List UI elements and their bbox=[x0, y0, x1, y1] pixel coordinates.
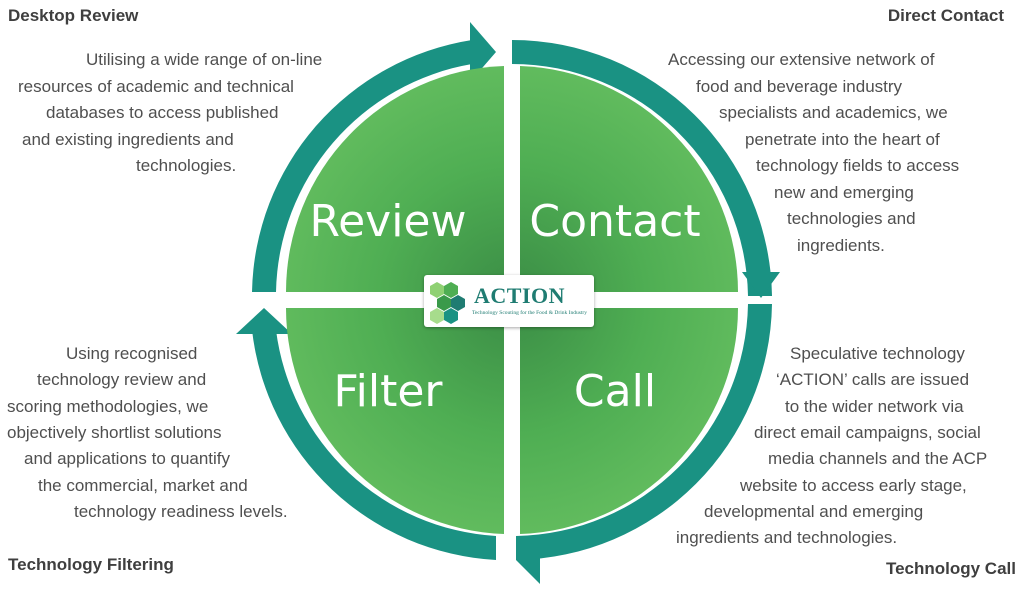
description-line: technology review and bbox=[37, 370, 207, 389]
circular-arrow bbox=[252, 40, 472, 292]
description-line: to the wider network via bbox=[785, 397, 964, 416]
description-line: Speculative technology bbox=[790, 344, 965, 363]
description-line: ingredients and technologies. bbox=[676, 528, 898, 547]
circular-arrow bbox=[512, 39, 780, 296]
heading-desktop-review: Desktop Review bbox=[8, 6, 139, 25]
description-line: ‘ACTION’ calls are issued bbox=[776, 370, 970, 389]
quadrant-call bbox=[520, 308, 739, 534]
description-line: technologies and bbox=[787, 209, 916, 228]
description-line: specialists and academics, we bbox=[719, 103, 948, 122]
description-line: scoring methodologies, we bbox=[7, 397, 209, 416]
description-line: and applications to quantify bbox=[24, 449, 231, 468]
heading-technology-call: Technology Call bbox=[885, 559, 1016, 578]
description-line: food and beverage industry bbox=[696, 77, 903, 96]
logo-tagline: Technology Scouting for the Food & Drink… bbox=[472, 310, 587, 316]
action-logo: ACTION Technology Scouting for the Food … bbox=[424, 275, 594, 327]
circular-arrow-head bbox=[236, 308, 292, 334]
heading-technology-filtering: Technology Filtering bbox=[8, 555, 174, 574]
description-line: developmental and emerging bbox=[704, 502, 924, 521]
quadrant-label-call: Call bbox=[574, 366, 656, 417]
circular-arrow bbox=[252, 330, 496, 560]
description-line: technologies. bbox=[136, 156, 237, 175]
quadrant-label-contact: Contact bbox=[529, 196, 700, 247]
description-line: direct email campaigns, social bbox=[754, 423, 981, 442]
description-line: ingredients. bbox=[797, 236, 885, 255]
description-line: Using recognised bbox=[66, 344, 198, 363]
quadrant-filter bbox=[285, 308, 504, 534]
description-line: and existing ingredients and bbox=[22, 130, 234, 149]
description-line: objectively shortlist solutions bbox=[7, 423, 222, 442]
quadrant-label-review: Review bbox=[310, 196, 467, 247]
description-line: new and emerging bbox=[774, 183, 914, 202]
description-line: Accessing our extensive network of bbox=[668, 50, 935, 69]
circular-arrow bbox=[516, 304, 772, 560]
logo-name: ACTION bbox=[474, 283, 566, 308]
circular-arrow-head bbox=[516, 536, 540, 584]
quadrant-label-filter: Filter bbox=[334, 366, 444, 417]
hexagon-logo-mark bbox=[430, 282, 465, 324]
description-line: website to access early stage, bbox=[740, 476, 967, 495]
circular-arrow-head bbox=[470, 22, 496, 82]
description-line: the commercial, market and bbox=[38, 476, 248, 495]
description-line: resources of academic and technical bbox=[18, 77, 294, 96]
description-line: databases to access published bbox=[46, 103, 279, 122]
description-line: technology fields to access bbox=[756, 156, 960, 175]
description-line: technology readiness levels. bbox=[74, 502, 288, 521]
quadrant-contact bbox=[520, 66, 739, 292]
description-line: penetrate into the heart of bbox=[745, 130, 940, 149]
circular-arrow-head bbox=[742, 272, 780, 298]
description-line: Utilising a wide range of on-line bbox=[86, 50, 323, 69]
quadrant-review bbox=[285, 66, 504, 292]
description-line: media channels and the ACP bbox=[768, 449, 988, 468]
heading-direct-contact: Direct Contact bbox=[887, 6, 1004, 25]
